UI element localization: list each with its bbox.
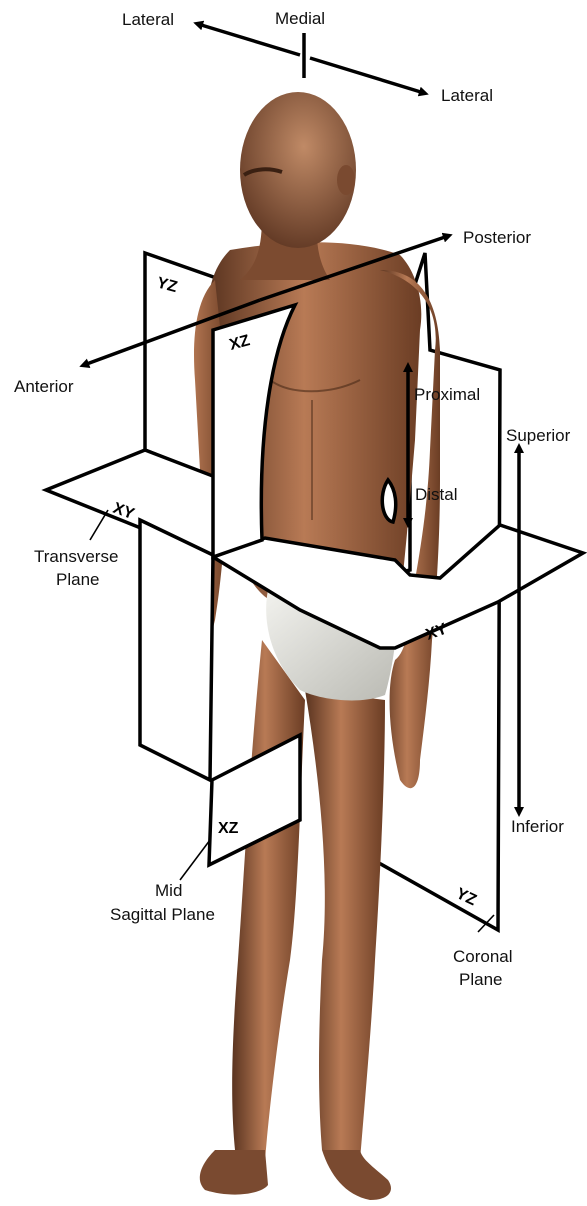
label-transverse-line1: Transverse xyxy=(34,547,118,566)
label-proximal: Proximal xyxy=(414,385,480,404)
coronal-plane-lower-left xyxy=(140,520,213,780)
lateral-left-arrow xyxy=(198,24,300,55)
label-distal: Distal xyxy=(415,485,458,504)
label-lateral-right: Lateral xyxy=(441,86,493,105)
transverse-leader xyxy=(90,510,108,540)
label-anterior: Anterior xyxy=(14,377,74,396)
label-coronal-line1: Coronal xyxy=(453,947,513,966)
label-coronal-line2: Plane xyxy=(459,970,502,989)
lateral-right-arrow xyxy=(310,58,424,93)
label-mid-sagittal-line1: Mid xyxy=(155,881,182,900)
right-foot xyxy=(322,1150,391,1200)
ear xyxy=(337,165,355,195)
tag-xz-bottom: XZ xyxy=(218,820,239,837)
distal-marker xyxy=(382,480,395,522)
left-foot xyxy=(200,1150,268,1195)
label-inferior: Inferior xyxy=(511,817,564,836)
label-posterior: Posterior xyxy=(463,228,531,247)
label-transverse-line2: Plane xyxy=(56,570,99,589)
label-medial: Medial xyxy=(275,9,325,28)
label-lateral-left: Lateral xyxy=(122,10,174,29)
label-mid-sagittal-line2: Sagittal Plane xyxy=(110,905,215,924)
sagittal-leader xyxy=(180,840,210,880)
right-leg xyxy=(305,690,385,1160)
left-leg xyxy=(232,640,305,1160)
label-superior: Superior xyxy=(506,426,571,445)
